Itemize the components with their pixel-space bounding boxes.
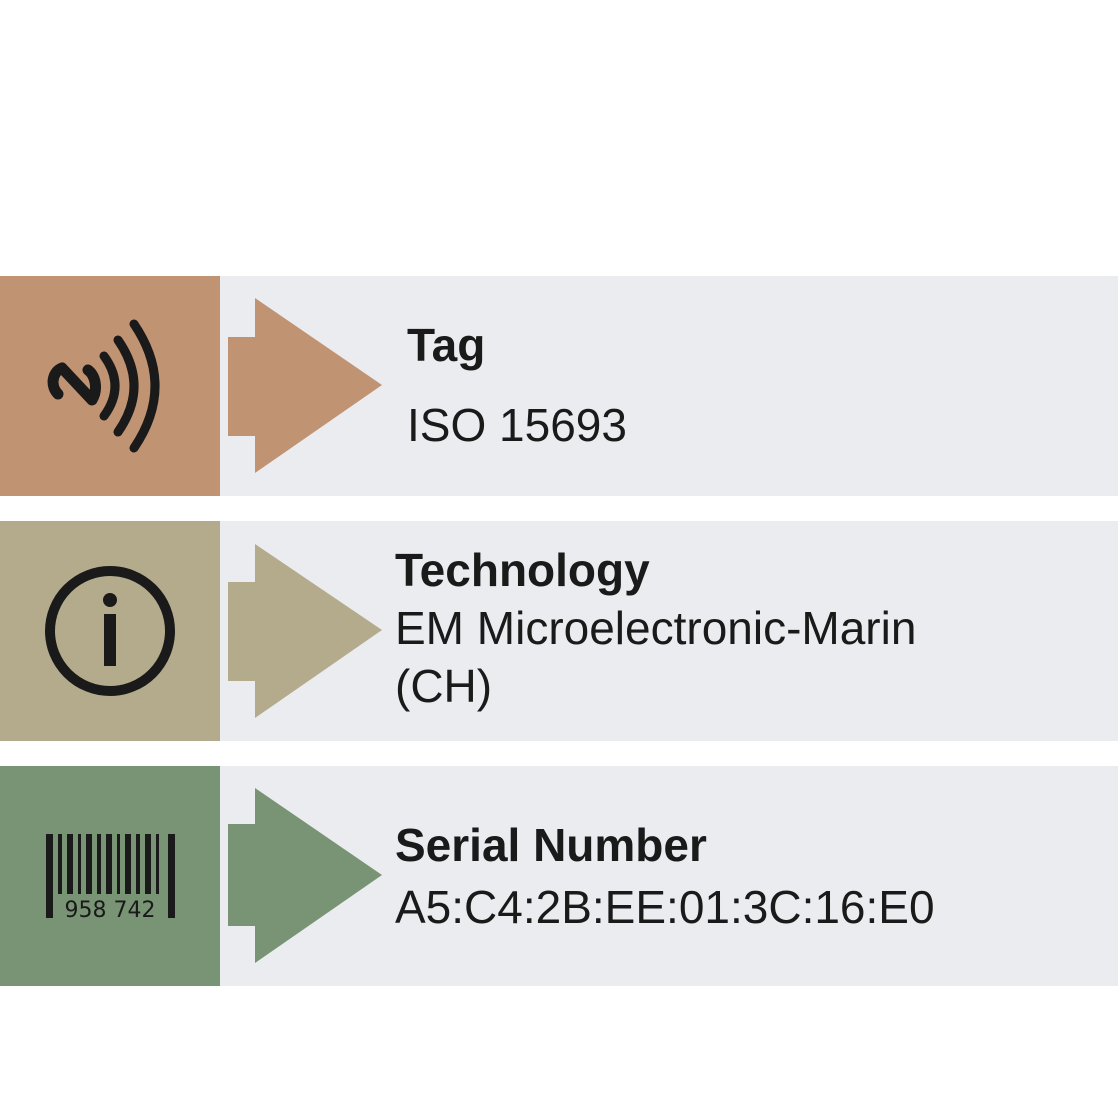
technology-label: Technology	[395, 544, 650, 596]
serial-row: 958 742 Serial Number A5:C4:2B:EE:01:3C:…	[0, 766, 1118, 986]
tag-icon-box	[0, 276, 220, 496]
tag-arrow	[228, 298, 382, 473]
technology-arrow	[228, 544, 382, 718]
serial-arrow	[228, 788, 382, 963]
serial-value: A5:C4:2B:EE:01:3C:16:E0	[395, 881, 935, 933]
serial-text: Serial Number A5:C4:2B:EE:01:3C:16:E0	[395, 816, 935, 936]
technology-value-line1: EM Microelectronic-Marin	[395, 602, 917, 654]
tag-text: Tag ISO 15693	[407, 316, 627, 454]
barcode-icon: 958 742	[46, 834, 175, 923]
tag-row: Tag ISO 15693	[0, 276, 1118, 496]
tag-value: ISO 15693	[407, 399, 627, 451]
info-icon	[45, 566, 175, 696]
serial-label: Serial Number	[395, 819, 707, 871]
technology-row: Technology EM Microelectronic-Marin (CH)	[0, 521, 1118, 741]
serial-icon-box: 958 742	[0, 766, 220, 986]
technology-value-line2: (CH)	[395, 660, 493, 712]
nfc-icon	[47, 319, 160, 453]
technology-text: Technology EM Microelectronic-Marin (CH)	[395, 541, 916, 715]
tag-label: Tag	[407, 319, 486, 371]
barcode-number: 958 742	[65, 898, 156, 923]
technology-icon-box	[0, 521, 220, 741]
